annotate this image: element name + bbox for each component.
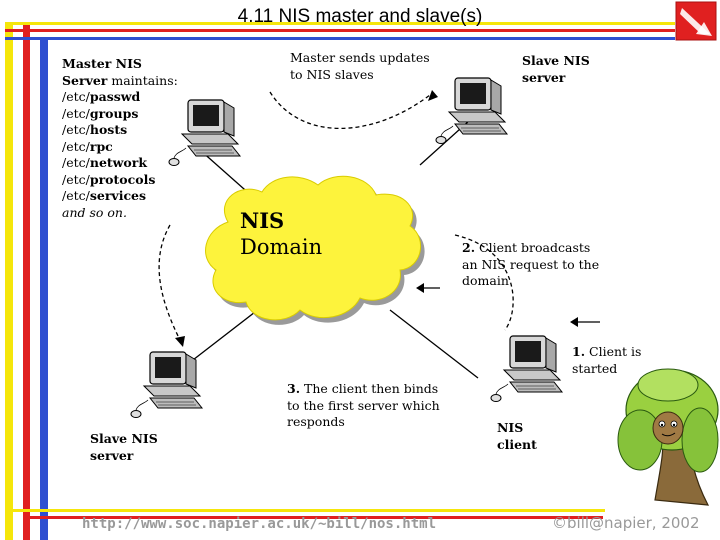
step2-label: 2. Client broadcasts an NIS request to t… [462, 240, 602, 290]
footer-copyright: ©bill@napier, 2002 [552, 514, 700, 532]
file-prefix: /etc/ [62, 188, 90, 203]
step1-text: Client is started [572, 344, 642, 376]
file-item-0: /etc/passwd [62, 89, 212, 106]
footer-url[interactable]: http://www.soc.napier.ac.uk/~bill/nos.ht… [82, 516, 437, 532]
file-item-3: /etc/rpc [62, 139, 212, 156]
file-item-5: /etc/protocols [62, 172, 212, 189]
client-label: NIS client [497, 420, 537, 452]
file-prefix: /etc/ [62, 122, 90, 137]
master-heading-line2: Server maintains: [62, 73, 212, 90]
left-bar-blue [40, 40, 48, 540]
top-line-red [5, 29, 675, 32]
file-prefix: /etc/ [62, 171, 90, 187]
slide-title: 4.11 NIS master and slave(s) [237, 6, 483, 27]
domain-label: NIS Domain [240, 208, 322, 260]
file-name: groups [89, 105, 139, 121]
file-prefix: /etc/ [62, 89, 90, 104]
step1-label: 1. Client is started [572, 344, 652, 377]
file-name: passwd [89, 89, 141, 104]
step3-text: The client then binds to the first serve… [287, 381, 440, 429]
top-line-blue [5, 37, 675, 40]
step3-label: 3. The client then binds to the first se… [287, 381, 447, 431]
etc-note: and so on. [62, 204, 127, 220]
step3-number: 3. [287, 381, 301, 396]
left-bar-red [23, 22, 30, 540]
arrow-master-to-slave-bottom [158, 224, 181, 341]
file-name: protocols [89, 171, 156, 187]
file-prefix: /etc/ [62, 155, 90, 170]
master-heading-word2: Server [62, 72, 108, 88]
master-heading-rest: maintains: [107, 72, 178, 88]
link-client-domain [389, 309, 479, 379]
file-name: network [89, 155, 148, 170]
master-heading-line1: Master NIS [62, 56, 142, 71]
file-item-6: /etc/services [62, 188, 212, 205]
file-item-4: /etc/network [62, 155, 212, 172]
bottom-line-yellow [5, 509, 605, 512]
file-item-1: /etc/groups [62, 106, 212, 123]
domain-label-line2: Domain [240, 235, 323, 259]
step2-text: Client broadcasts an NIS request to the … [462, 240, 600, 288]
bottom-line-red [23, 516, 603, 519]
master-description: Master NIS Server maintains: /etc/passwd… [62, 56, 212, 221]
file-prefix: /etc/ [62, 105, 90, 121]
file-name: services [89, 188, 147, 203]
step1-number: 1. [572, 344, 586, 359]
file-prefix: /etc/ [62, 138, 90, 154]
updates-label: Master sends updates to NIS slaves [290, 50, 430, 82]
left-bar-yellow [5, 22, 13, 540]
file-item-2: /etc/hosts [62, 122, 212, 139]
file-name: hosts [89, 122, 128, 137]
top-line-yellow [5, 22, 675, 25]
file-name: rpc [89, 138, 113, 154]
step2-number: 2. [462, 240, 476, 255]
slave-top-label: Slave NIS server [522, 53, 590, 85]
slave-bottom-label: Slave NIS server [90, 431, 158, 463]
domain-label-line1: NIS [240, 208, 285, 233]
